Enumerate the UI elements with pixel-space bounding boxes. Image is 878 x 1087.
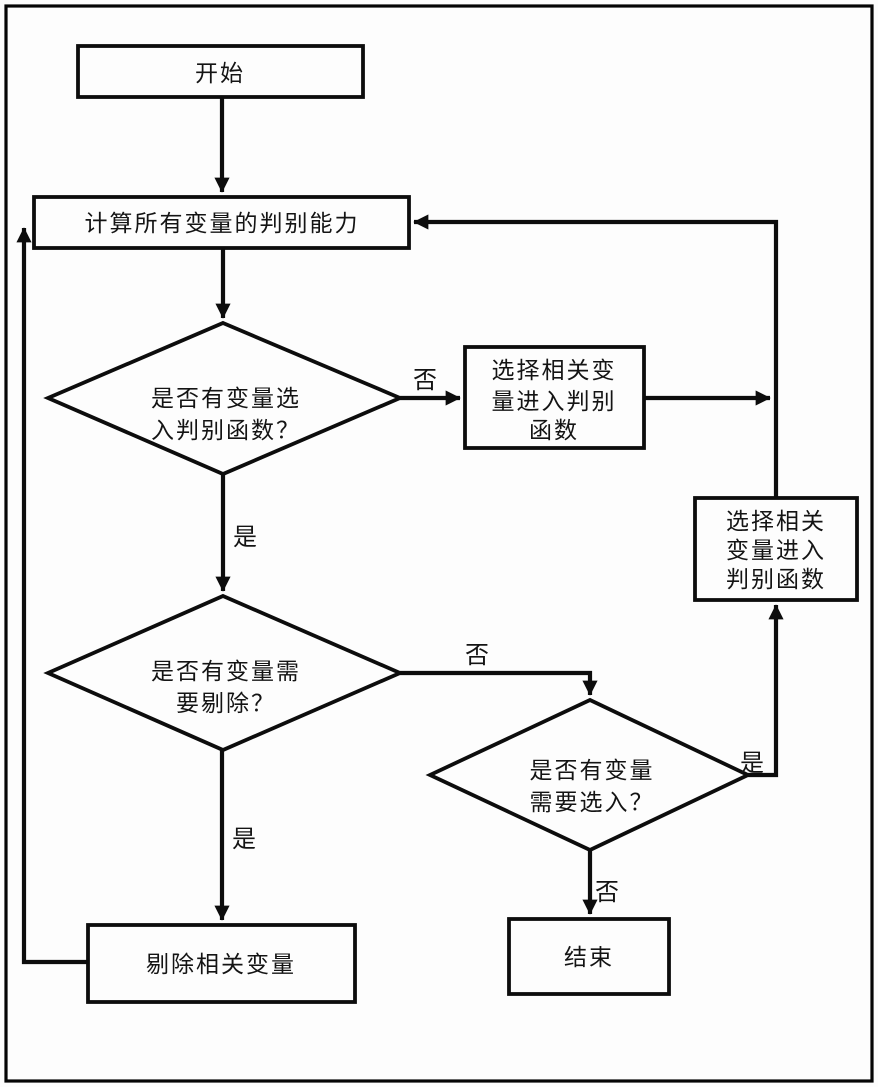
label-remove-no: 否: [465, 643, 491, 669]
remove-vars-node: [86, 923, 357, 1004]
edge-decision-enter-yes-to-select-right: [748, 604, 784, 778]
decision-var-selected-node: [43, 320, 405, 477]
end-node-label: 结束: [564, 945, 614, 970]
calc-power-node-label: 计算所有变量的判别能力: [85, 211, 360, 236]
select-vars-top-line1: 选择相关变: [492, 358, 617, 383]
label-enter-no: 否: [595, 880, 621, 906]
decision-var-remove-node: [43, 593, 405, 753]
decision-var-remove-line1: 是否有变量需: [151, 659, 301, 684]
edge-feedback-right-to-calc: [413, 214, 779, 498]
calc-power-node: [32, 195, 411, 250]
decision-var-enter-node: [425, 697, 753, 853]
edge-remove-feedback-to-calc: [16, 227, 88, 965]
decision-var-remove-line2: 要剔除？: [176, 691, 276, 716]
select-vars-top-line3: 函数: [529, 418, 579, 443]
end-node: [507, 917, 671, 996]
label-enter-yes: 是: [740, 751, 766, 777]
label-selected-yes: 是: [233, 525, 259, 551]
decision-var-selected-line2: 入判别函数？: [151, 418, 301, 443]
label-selected-no: 否: [413, 368, 439, 394]
label-remove-yes: 是: [232, 827, 258, 853]
select-vars-right-line1: 选择相关: [726, 509, 826, 534]
start-node: [76, 44, 365, 99]
figure-border: [4, 4, 874, 1083]
select-vars-right-node: [693, 496, 859, 602]
decision-var-enter-line2: 需要选入？: [530, 790, 655, 815]
decision-var-enter-line1: 是否有变量: [530, 758, 655, 783]
remove-vars-node-label: 剔除相关变量: [146, 952, 296, 977]
select-vars-top-node: [463, 345, 646, 450]
select-vars-right-line3: 判别函数: [726, 567, 826, 592]
start-node-label: 开始: [195, 61, 245, 86]
decision-var-selected-line1: 是否有变量选: [151, 386, 301, 411]
select-vars-right-line2: 变量进入: [726, 538, 826, 563]
edge-decision-remove-no-to-decision-enter: [400, 670, 598, 696]
select-vars-top-line2: 量进入判别: [492, 389, 617, 414]
